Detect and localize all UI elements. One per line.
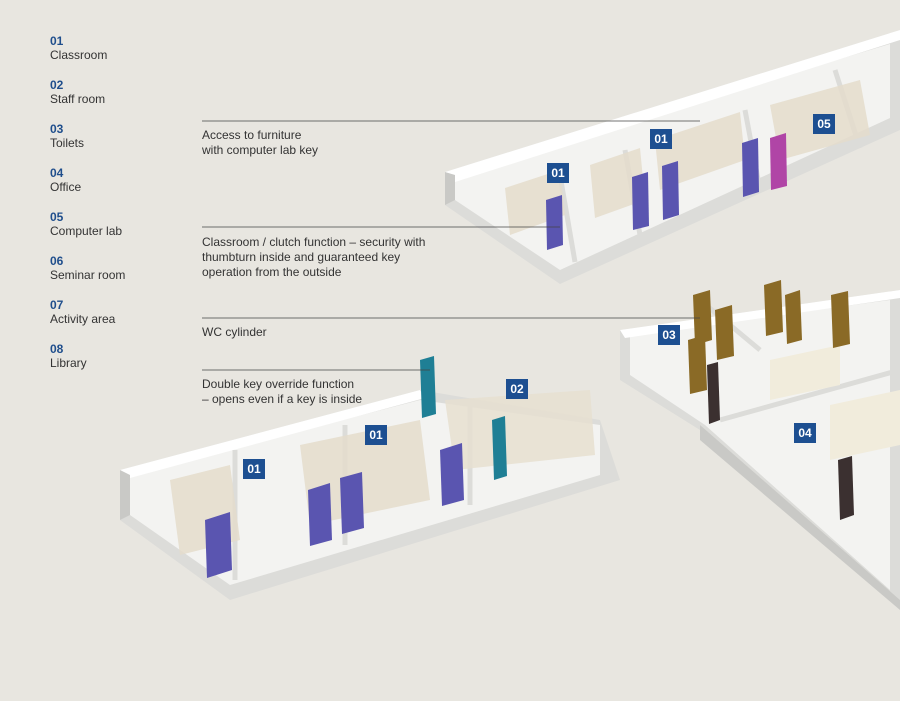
room-tag-lower-classroom-1: 01 bbox=[243, 459, 265, 479]
svg-text:05: 05 bbox=[817, 117, 831, 131]
legend-number: 08 bbox=[50, 342, 64, 356]
classroom-door bbox=[205, 512, 232, 578]
classroom-door bbox=[440, 443, 464, 506]
legend-label: Toilets bbox=[50, 136, 85, 150]
room-tag-upper-classroom-1: 01 bbox=[547, 163, 569, 183]
callout-line: – opens even if a key is inside bbox=[202, 392, 363, 406]
legend-label: Staff room bbox=[50, 92, 106, 106]
legend-number: 06 bbox=[50, 254, 64, 268]
classroom-door bbox=[546, 195, 563, 250]
wc-door bbox=[688, 335, 707, 394]
legend-item-computer-lab: 05 Computer lab bbox=[50, 210, 125, 254]
legend-item-seminar-room: 06 Seminar room bbox=[50, 254, 125, 298]
legend-item-office: 04 Office bbox=[50, 166, 125, 210]
callout-line: with computer lab key bbox=[202, 143, 319, 157]
legend-label: Seminar room bbox=[50, 268, 126, 282]
upper-block bbox=[445, 30, 900, 284]
legend-number: 07 bbox=[50, 298, 64, 312]
svg-text:01: 01 bbox=[247, 462, 261, 476]
callout-line: WC cylinder bbox=[202, 325, 267, 339]
upper-doors bbox=[546, 133, 787, 250]
callout-line: Access to furniture bbox=[202, 128, 302, 142]
callout-line: thumbturn inside and guaranteed key bbox=[202, 250, 401, 264]
legend-item-library: 08 Library bbox=[50, 342, 125, 386]
svg-text:01: 01 bbox=[551, 166, 565, 180]
classroom-door bbox=[340, 472, 364, 534]
wc-door bbox=[715, 305, 734, 360]
classroom-door bbox=[308, 483, 332, 546]
callout-classroom-function: Classroom / clutch function – security w… bbox=[202, 235, 425, 280]
callout-line: operation from the outside bbox=[202, 265, 342, 279]
callout-line: Classroom / clutch function – security w… bbox=[202, 235, 426, 249]
lower-doors bbox=[205, 356, 507, 578]
svg-text:04: 04 bbox=[798, 426, 812, 440]
legend-item-activity-area: 07 Activity area bbox=[50, 298, 125, 342]
room-tag-computer-lab: 05 bbox=[813, 114, 835, 134]
svg-text:03: 03 bbox=[662, 328, 676, 342]
computer-lab-door bbox=[770, 133, 787, 190]
room-tag-upper-classroom-2: 01 bbox=[650, 129, 672, 149]
room-tag-staff-room: 02 bbox=[506, 379, 528, 399]
legend-number: 01 bbox=[50, 34, 64, 48]
callout-wc-cylinder: WC cylinder bbox=[202, 325, 267, 340]
legend-number: 04 bbox=[50, 166, 64, 180]
callout-furniture-access: Access to furniture with computer lab ke… bbox=[202, 128, 318, 158]
legend-number: 05 bbox=[50, 210, 64, 224]
svg-text:01: 01 bbox=[654, 132, 668, 146]
wc-door bbox=[785, 290, 802, 344]
svg-text:01: 01 bbox=[369, 428, 383, 442]
wc-door bbox=[764, 280, 783, 336]
legend-label: Library bbox=[50, 356, 87, 370]
office-door bbox=[707, 362, 720, 424]
legend-item-toilets: 03 Toilets bbox=[50, 122, 125, 166]
staff-room-door bbox=[420, 356, 436, 418]
room-tag-toilets: 03 bbox=[658, 325, 680, 345]
room-tag-office: 04 bbox=[794, 423, 816, 443]
legend-number: 03 bbox=[50, 122, 64, 136]
callout-line: Double key override function bbox=[202, 377, 355, 391]
svg-text:02: 02 bbox=[510, 382, 524, 396]
wc-door bbox=[693, 290, 712, 345]
legend-label: Computer lab bbox=[50, 224, 123, 238]
staff-room-door bbox=[492, 416, 507, 480]
classroom-door bbox=[742, 138, 759, 197]
wc-door bbox=[831, 291, 850, 348]
right-doors bbox=[688, 280, 854, 520]
classroom-door bbox=[662, 161, 679, 220]
callout-double-key: Double key override function – opens eve… bbox=[202, 377, 362, 407]
legend-item-classroom: 01 Classroom bbox=[50, 34, 125, 78]
legend-item-staff-room: 02 Staff room bbox=[50, 78, 125, 122]
leader-lines bbox=[202, 120, 700, 371]
legend-label: Classroom bbox=[50, 48, 108, 62]
office-door bbox=[838, 456, 854, 520]
classroom-door bbox=[632, 172, 649, 230]
room-legend: 01 Classroom 02 Staff room 03 Toilets 04… bbox=[50, 34, 125, 386]
legend-label: Office bbox=[50, 180, 82, 194]
legend-label: Activity area bbox=[50, 312, 116, 326]
room-tag-lower-classroom-2: 01 bbox=[365, 425, 387, 445]
lower-block bbox=[120, 390, 620, 600]
room-tags: 01 01 05 01 01 02 03 04 bbox=[243, 114, 835, 479]
legend-number: 02 bbox=[50, 78, 64, 92]
